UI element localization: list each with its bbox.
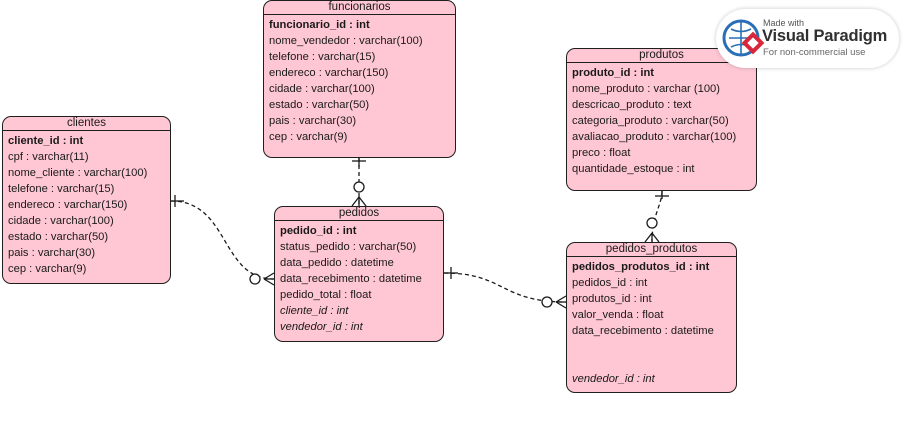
attribute: pais : varchar(30) (269, 115, 357, 127)
cardinality-many-crowfoot (651, 232, 660, 243)
attribute: categoria_produto : varchar(50) (572, 115, 729, 127)
primary-key-attribute: pedido_id : int (280, 225, 357, 237)
entity-title: pedidos_produtos (567, 243, 736, 257)
attribute: telefone : varchar(15) (8, 183, 115, 195)
attribute: cidade : varchar(100) (269, 83, 375, 95)
entity-title: funcionarios (264, 1, 455, 15)
attribute: pais : varchar(30) (8, 247, 96, 259)
visual-paradigm-logo-icon (722, 19, 765, 57)
entity-pedidos-produtos[interactable]: pedidos_produtos pedidos_produtos_id : i… (566, 242, 737, 393)
cardinality-many-crowfoot (263, 278, 275, 286)
attribute-spacer (572, 339, 736, 371)
entity-produtos[interactable]: produtos produto_id : int nome_produto : … (566, 48, 757, 191)
attribute: nome_produto : varchar (100) (572, 83, 721, 95)
attribute: produtos_id : int (572, 293, 652, 305)
attribute-list: pedidos_produtos_id : int pedidos_id : in… (567, 257, 736, 387)
attribute-list: funcionario_id : int nome_vendedor : varc… (264, 15, 455, 145)
attribute: nome_cliente : varchar(100) (8, 167, 148, 179)
attribute: cep : varchar(9) (269, 131, 348, 143)
foreign-key-attribute: vendedor_id : int (280, 321, 363, 333)
cardinality-many-crowfoot (644, 232, 653, 243)
attribute: data_recebimento : datetime (280, 273, 422, 285)
attribute: data_recebimento : datetime (572, 325, 714, 337)
primary-key-attribute: funcionario_id : int (269, 19, 370, 31)
watermark-brand: Visual Paradigm (762, 27, 888, 45)
attribute-list: cliente_id : int cpf : varchar(11) nome_cl… (3, 131, 170, 277)
cardinality-zero-circle (249, 273, 261, 285)
cardinality-zero-circle (353, 181, 365, 193)
attribute: quantidade_estoque : int (572, 163, 695, 175)
watermark-made-with: Made with (763, 18, 805, 28)
attribute: nome_vendedor : varchar(100) (269, 35, 423, 47)
entity-title: produtos (567, 49, 756, 63)
attribute: estado : varchar(50) (269, 99, 370, 111)
foreign-key-attribute: vendedor_id : int (572, 373, 655, 385)
primary-key-attribute: produto_id : int (572, 67, 655, 79)
cardinality-many-crowfoot (358, 196, 367, 207)
attribute: endereco : varchar(150) (269, 67, 389, 79)
primary-key-attribute: pedidos_produtos_id : int (572, 261, 710, 273)
primary-key-attribute: cliente_id : int (8, 135, 84, 147)
attribute: data_pedido : datetime (280, 257, 394, 269)
attribute: preco : float (572, 147, 631, 159)
attribute: endereco : varchar(150) (8, 199, 128, 211)
attribute: telefone : varchar(15) (269, 51, 376, 63)
attribute-list: pedido_id : int status_pedido : varchar(5… (275, 221, 443, 335)
attribute: valor_venda : float (572, 309, 664, 321)
attribute: cidade : varchar(100) (8, 215, 114, 227)
entity-title: pedidos (275, 207, 443, 221)
cardinality-many-crowfoot (555, 301, 567, 309)
foreign-key-attribute: cliente_id : int (280, 305, 349, 317)
attribute: status_pedido : varchar(50) (280, 241, 417, 253)
cardinality-many-crowfoot (263, 272, 275, 280)
cardinality-zero-circle (541, 296, 553, 308)
watermark-subtitle: For non-commercial use (763, 47, 866, 58)
attribute: pedidos_id : int (572, 277, 648, 289)
entity-pedidos[interactable]: pedidos pedido_id : int status_pedido : v… (274, 206, 444, 342)
attribute: cpf : varchar(11) (8, 151, 89, 163)
cardinality-many-crowfoot (555, 295, 567, 303)
attribute: cep : varchar(9) (8, 263, 87, 275)
visual-paradigm-watermark: Made with Visual Paradigm For non-commer… (716, 9, 899, 68)
cardinality-zero-circle (646, 217, 658, 229)
cardinality-many-crowfoot (351, 196, 360, 207)
entity-clientes[interactable]: clientes cliente_id : int cpf : varchar(1… (2, 116, 171, 284)
entity-title: clientes (3, 117, 170, 131)
attribute-list: produto_id : int nome_produto : varchar (… (567, 63, 756, 177)
entity-funcionarios[interactable]: funcionarios funcionario_id : int nome_ve… (263, 0, 456, 158)
attribute: pedido_total : float (280, 289, 372, 301)
relationship-line-clientes-pedidos (170, 200, 275, 280)
attribute: estado : varchar(50) (8, 231, 109, 243)
attribute: descricao_produto : text (572, 99, 692, 111)
attribute: avaliacao_produto : varchar(100) (572, 131, 737, 143)
